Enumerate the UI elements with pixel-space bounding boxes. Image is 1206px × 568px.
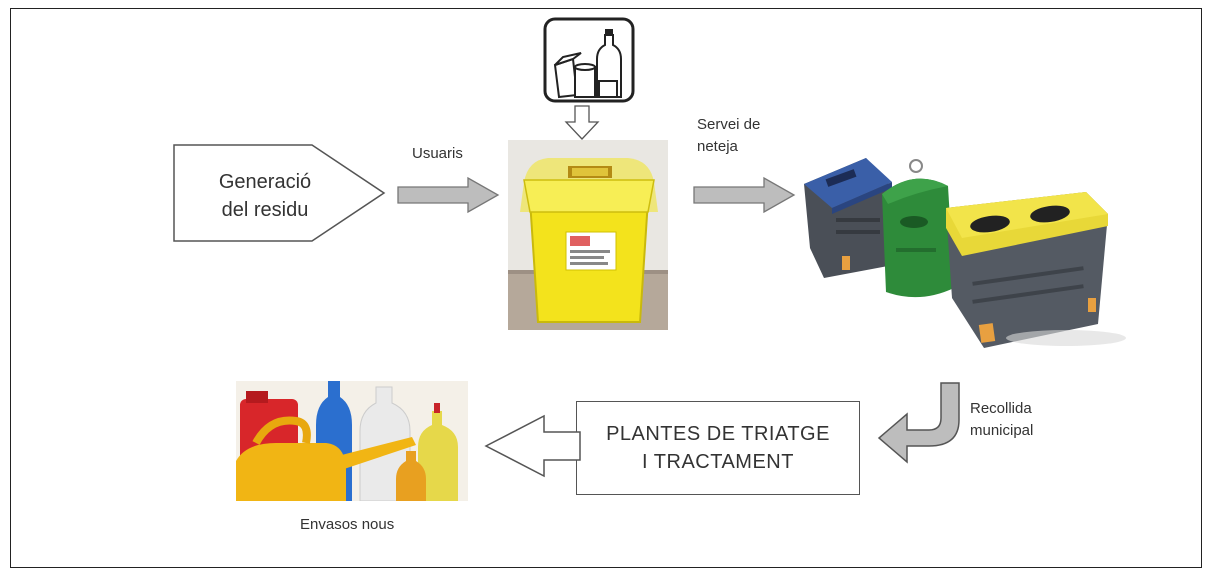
recollida-label: Recollida municipal	[970, 398, 1033, 442]
arrow-down-icon	[564, 105, 600, 140]
arrow-right-icon	[397, 176, 500, 214]
generation-shape	[173, 144, 386, 242]
curved-arrow-icon	[877, 382, 960, 464]
servei-label: Servei de neteja	[697, 114, 760, 158]
arrow-left-icon	[484, 414, 581, 478]
generation-label: Generació del residu	[190, 168, 340, 224]
yellow-bin-image	[508, 140, 668, 330]
generation-line-1: Generació	[218, 171, 312, 193]
recollida-line-1: Recollida	[970, 400, 1032, 417]
plantes-line-2: I TRACTAMENT	[642, 451, 794, 473]
plantes-box	[576, 401, 860, 495]
new-packaging-image	[236, 381, 468, 501]
plantes-line-1: PLANTES DE TRIATGE	[606, 423, 830, 445]
usuaris-label: Usuaris	[412, 145, 463, 162]
recycling-containers-image	[804, 158, 1126, 348]
packaging-waste-icon	[543, 17, 635, 103]
servei-line-1: Servei de	[697, 116, 761, 133]
plantes-label: PLANTES DE TRIATGE I TRACTAMENT	[576, 420, 860, 476]
arrow-right-icon	[693, 176, 796, 214]
generation-line-2: del residu	[221, 199, 309, 221]
servei-line-2: neteja	[697, 138, 738, 155]
recollida-line-2: municipal	[970, 422, 1034, 439]
envasos-label: Envasos nous	[300, 516, 395, 533]
